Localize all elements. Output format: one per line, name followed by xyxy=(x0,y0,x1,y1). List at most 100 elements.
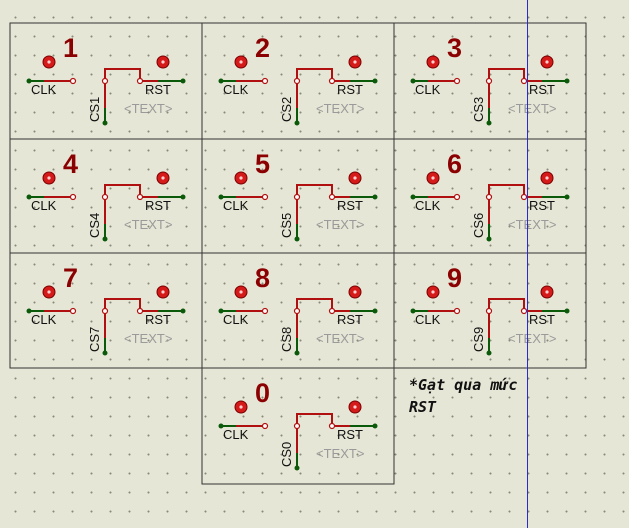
clk-pin-end xyxy=(410,194,416,200)
clk-label: CLK xyxy=(415,198,441,213)
clk-pin-end xyxy=(410,308,416,314)
clk-pin-end xyxy=(218,423,224,429)
clk-label: CLK xyxy=(31,312,57,327)
cs-label: CS4 xyxy=(87,213,102,238)
switch-node xyxy=(293,307,301,315)
rst-pin-end xyxy=(180,308,186,314)
text-placeholder: <TEXT> xyxy=(508,217,556,232)
text-placeholder: <TEXT> xyxy=(124,217,172,232)
clk-probe-center xyxy=(239,405,243,409)
clk-label: CLK xyxy=(415,312,441,327)
switch-node xyxy=(101,307,109,315)
switch-pin-end xyxy=(294,350,300,356)
rst-pin-node xyxy=(520,307,528,315)
clk-probe-center xyxy=(47,290,51,294)
switch-node xyxy=(293,77,301,85)
clk-pin-node xyxy=(261,307,269,315)
clk-pin-node xyxy=(69,77,77,85)
rst-pin-end xyxy=(372,423,378,429)
key-number-label: 9 xyxy=(447,263,462,293)
switch-body-wire xyxy=(296,184,333,224)
clk-pin-node xyxy=(453,193,461,201)
text-placeholder: <TEXT> xyxy=(316,331,364,346)
clk-probe-center xyxy=(239,290,243,294)
switch-body-wire xyxy=(488,298,525,338)
text-placeholder: <TEXT> xyxy=(316,217,364,232)
clk-probe-center xyxy=(431,290,435,294)
rst-pin-end xyxy=(564,308,570,314)
switch-pin-end xyxy=(294,465,300,471)
switch-pin-end xyxy=(102,120,108,126)
text-placeholder: <TEXT> xyxy=(124,101,172,116)
switch-pin-end xyxy=(486,236,492,242)
clk-pin-node xyxy=(261,422,269,430)
switch-node xyxy=(293,422,301,430)
rst-pin-node xyxy=(136,307,144,315)
key-number-label: 2 xyxy=(255,33,270,63)
rst-label: RST xyxy=(145,198,171,213)
clk-probe-center xyxy=(431,60,435,64)
rst-pin-node xyxy=(136,193,144,201)
clk-pin-end xyxy=(218,194,224,200)
clk-label: CLK xyxy=(223,312,249,327)
switch-pin-end xyxy=(486,120,492,126)
rst-pin-end xyxy=(180,78,186,84)
clk-probe-center xyxy=(47,60,51,64)
note-line-1: *Gạt qua mức xyxy=(409,376,518,394)
rst-probe-center xyxy=(161,60,165,64)
clk-probe-center xyxy=(239,176,243,180)
key-cell-border xyxy=(201,367,395,485)
rst-pin-end xyxy=(372,78,378,84)
cs-label: CS8 xyxy=(279,327,294,352)
rst-probe-center xyxy=(161,176,165,180)
text-placeholder: <TEXT> xyxy=(124,331,172,346)
rst-pin-node xyxy=(328,193,336,201)
cs-label: CS2 xyxy=(279,97,294,122)
switch-node xyxy=(485,77,493,85)
switch-node xyxy=(293,193,301,201)
cs-label: CS7 xyxy=(87,327,102,352)
switch-pin-end xyxy=(102,236,108,242)
rst-probe-center xyxy=(353,405,357,409)
clk-pin-end xyxy=(26,194,32,200)
clk-pin-end xyxy=(410,78,416,84)
rst-label: RST xyxy=(337,427,363,442)
switch-body-wire xyxy=(296,413,333,453)
text-placeholder: <TEXT> xyxy=(508,331,556,346)
clk-pin-node xyxy=(69,193,77,201)
switch-body-wire xyxy=(104,298,141,338)
switch-pin-end xyxy=(294,236,300,242)
rst-probe-center xyxy=(353,176,357,180)
rst-pin-end xyxy=(372,194,378,200)
switch-node xyxy=(101,193,109,201)
clk-label: CLK xyxy=(223,82,249,97)
clk-pin-node xyxy=(453,307,461,315)
rst-probe-center xyxy=(545,176,549,180)
clk-probe-center xyxy=(47,176,51,180)
rst-pin-end xyxy=(372,308,378,314)
clk-pin-end xyxy=(26,308,32,314)
rst-probe-center xyxy=(161,290,165,294)
rst-pin-end xyxy=(180,194,186,200)
key-cell-border xyxy=(393,252,587,369)
cs-label: CS3 xyxy=(471,97,486,122)
clk-pin-end xyxy=(26,78,32,84)
rst-pin-node xyxy=(328,77,336,85)
clk-label: CLK xyxy=(223,198,249,213)
rst-label: RST xyxy=(529,82,555,97)
clk-pin-node xyxy=(69,307,77,315)
switch-node xyxy=(485,193,493,201)
rst-label: RST xyxy=(145,82,171,97)
rst-pin-node xyxy=(328,307,336,315)
clk-pin-node xyxy=(261,193,269,201)
switch-body-wire xyxy=(488,68,525,108)
